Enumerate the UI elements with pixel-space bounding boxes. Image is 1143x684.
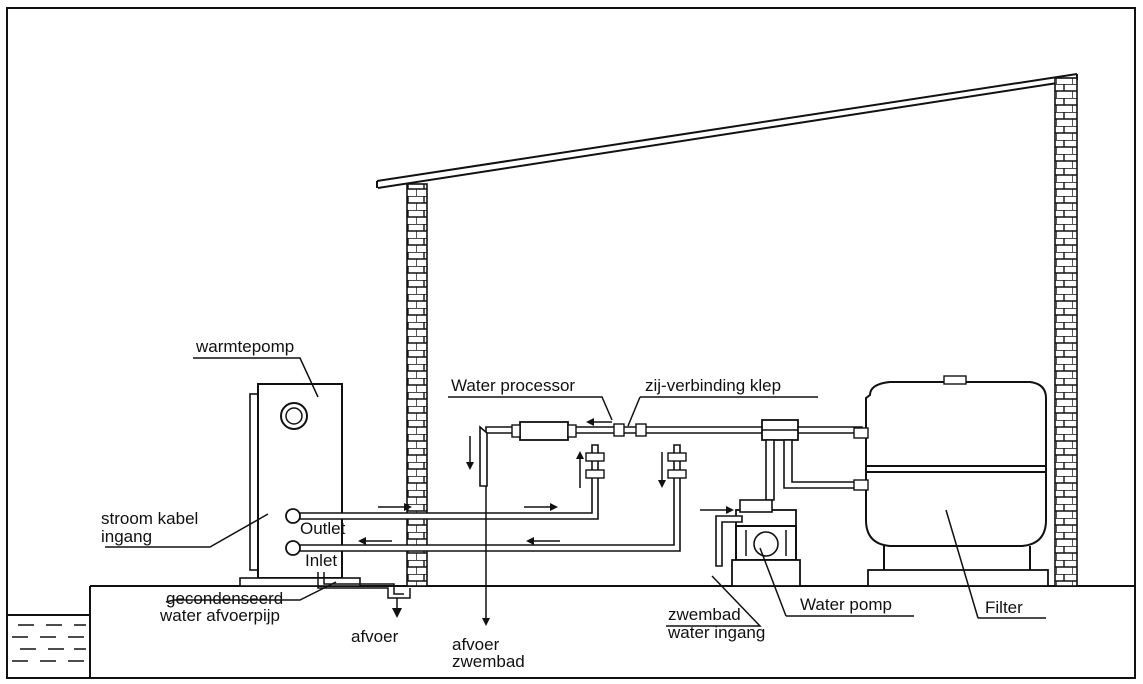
label-water-ingang: water ingang (667, 623, 765, 642)
water-pump (715, 499, 801, 587)
condensate-drain-pipe (317, 572, 411, 618)
label-stroom-kabel: stroom kabel (101, 509, 198, 528)
label-filter: Filter (985, 598, 1023, 617)
label-zij-verbinding-klep: zij-verbinding klep (645, 376, 781, 395)
label-water-processor: Water processor (451, 376, 575, 395)
label-zwembad: zwembad (668, 605, 741, 624)
label-water-afvoerpijp: water afvoerpijp (159, 606, 280, 625)
label-gecondenseerd: gecondenseerd (166, 589, 283, 608)
leader-lines (105, 357, 1046, 627)
water-processor (511, 421, 577, 441)
label-water-pomp: Water pomp (800, 595, 892, 614)
label-afvoer-zwembad-2: zwembad (452, 652, 525, 671)
pump-pipes (765, 439, 863, 501)
label-warmtepomp: warmtepomp (195, 337, 294, 356)
heat-pump-unit (239, 383, 361, 587)
valves (585, 419, 799, 479)
pool-water (8, 614, 90, 662)
brick-wall-right (1054, 77, 1078, 587)
label-afvoer: afvoer (351, 627, 399, 646)
filter-tank (853, 375, 1049, 587)
label-inlet: Inlet (305, 551, 337, 570)
label-stroom-kabel-ingang: ingang (101, 527, 152, 546)
heat-pump-pipes (299, 444, 681, 552)
label-outlet: Outlet (300, 519, 346, 538)
flow-arrows (358, 418, 734, 626)
diagram-frame (6, 7, 1136, 679)
roof (376, 73, 1078, 189)
brick-wall-left (406, 183, 428, 587)
label-afvoer-zwembad-1: afvoer (452, 635, 500, 654)
